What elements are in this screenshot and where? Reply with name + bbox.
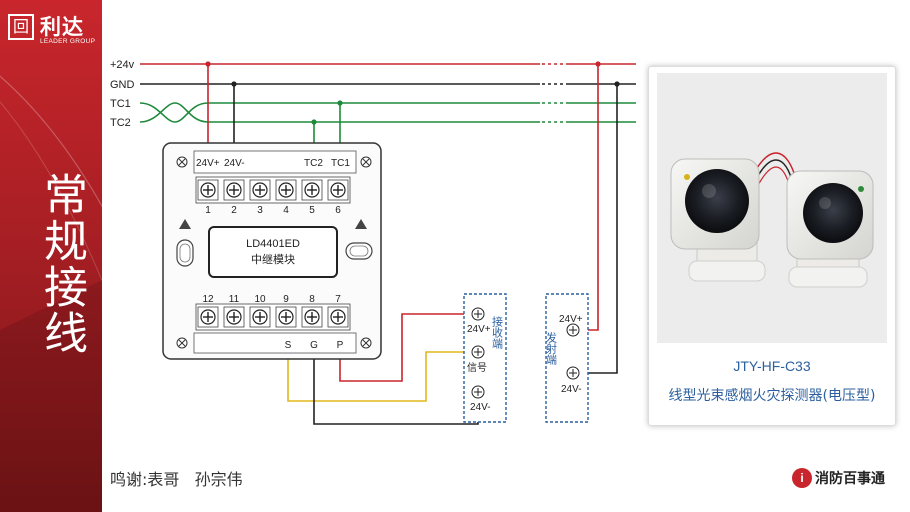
top-terminal-numbers: 1 2 3 4 5 6 [205,205,341,216]
relay-module: 24V+ 24V- TC2 TC1 1 2 3 4 5 6 LD4401ED 中… [162,142,382,360]
module-name: LD4401ED [246,238,300,250]
logo-subtitle: LEADER GROUP [40,38,96,45]
terminal-number: 8 [309,294,315,305]
terminal-screw-icon [301,179,323,201]
brand-badge: i 消防百事通 [792,468,885,488]
emitter-screw-icon [566,323,580,337]
module-drop-wires [205,61,343,146]
receiver-screw-icon [471,345,485,359]
terminal-screw-icon [327,179,349,201]
terminal-screw-icon [197,179,219,201]
receiver-terminal: 24V+ 信号 24V- 接收端 [463,293,507,423]
terminal-screw-icon [327,306,349,328]
bus-lines: +24v GND TC1 TC2 [110,59,636,129]
bus-label-tc1: TC1 [110,98,131,110]
terminal-screw-icon [275,179,297,201]
logo-mark: 回 [8,14,34,40]
terminal-screw-icon [223,179,245,201]
module-description: 中继模块 [251,253,295,266]
product-photo [657,73,887,343]
sidebar-decoration [0,75,102,512]
bus-label-tc2: TC2 [110,117,131,129]
terminal-number: 10 [254,294,266,305]
terminal-number: 9 [283,294,289,305]
terminal-number: 4 [283,205,289,216]
terminal-number: 1 [205,205,211,216]
terminal-screw-icon [223,306,245,328]
brand-name: 消防百事通 [815,471,885,487]
emitter-label-24v-plus: 24V+ [559,314,583,325]
module-nameplate [208,226,338,278]
receiver-label-signal: 信号 [467,362,487,374]
terminal-screw-icon [197,306,219,328]
triangle-marker-icon [179,219,191,229]
module-label-24v-plus: 24V+ [196,158,220,169]
emitter-terminal: 24V+ 24V- 发射端 [545,293,589,423]
module-label-s: S [285,340,292,351]
page-title: 常规接线 [36,172,87,356]
terminal-number: 5 [309,205,315,216]
terminal-screw-icon [301,306,323,328]
receiver-title: 接收端 [491,316,504,350]
bottom-terminal-block [195,303,351,331]
terminal-number: 7 [335,294,341,305]
beam-detector-illustration [670,152,874,288]
terminal-number: 12 [202,294,214,305]
bottom-terminal-numbers: 12 11 10 9 8 7 [202,294,341,305]
product-card: JTY-HF-C33 线型光束感烟火灾探测器(电压型) [648,66,896,426]
top-terminal-block [195,176,351,204]
receiver-label-24v-plus: 24V+ [467,324,491,335]
product-name: 线型光束感烟火灾探测器(电压型) [668,388,876,404]
terminal-screw-icon [249,306,271,328]
receiver-label-24v-minus: 24V- [470,402,491,413]
product-model: JTY-HF-C33 [733,358,811,374]
twisted-pair-a [139,102,209,123]
twisted-pair-b [139,102,209,123]
bus-label-24v: +24v [110,59,135,71]
line-break-marks [540,60,566,126]
receiver-screw-icon [471,385,485,399]
module-label-g: G [310,340,318,351]
module-corner-screws [176,156,372,349]
emitter-screw-icon [566,366,580,380]
credits-text: 鸣谢:表哥 孙宗伟 [110,470,243,489]
logo-name: 利达 [40,15,84,39]
sidebar: 回 利达 LEADER GROUP 常规接线 [0,0,102,512]
company-logo: 回 利达 LEADER GROUP [6,10,98,46]
module-label-24v-minus: 24V- [224,158,245,169]
brand-icon: i [792,468,812,488]
emitter-label-24v-minus: 24V- [561,384,582,395]
triangle-marker-icon [355,219,367,229]
terminal-screw-icon [249,179,271,201]
module-label-p: P [337,340,344,351]
terminal-screw-icon [275,306,297,328]
terminal-number: 6 [335,205,341,216]
emitter-title: 发射端 [545,331,558,366]
module-label-tc2: TC2 [304,158,323,169]
terminal-number: 11 [229,294,240,305]
receiver-screw-icon [471,307,485,321]
terminal-number: 3 [257,205,263,216]
module-label-tc1: TC1 [331,158,350,169]
bus-label-gnd: GND [110,79,135,91]
terminal-number: 2 [231,205,237,216]
